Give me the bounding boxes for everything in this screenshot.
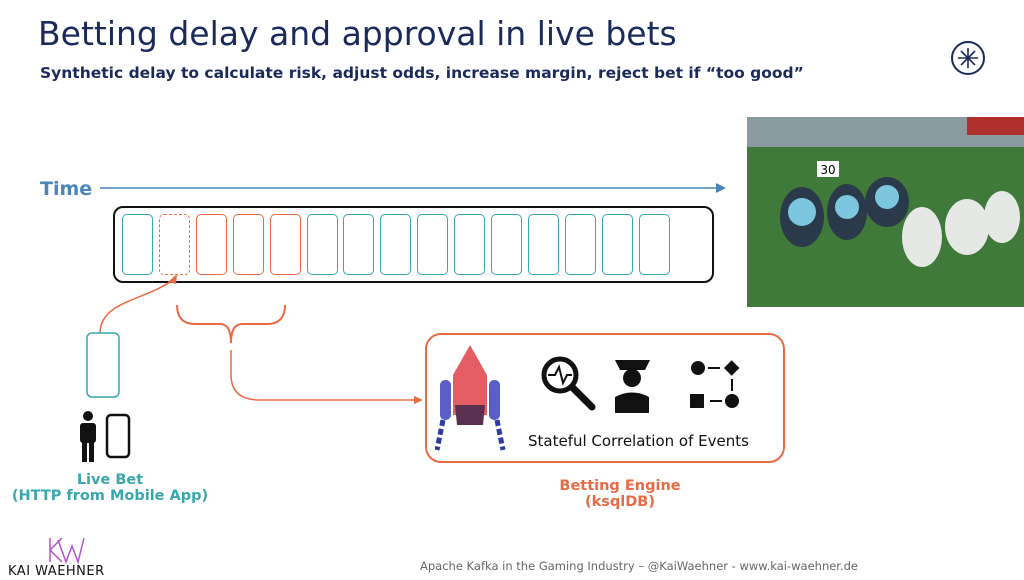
event-cell-normal bbox=[527, 214, 559, 275]
event-cell-normal bbox=[122, 214, 153, 275]
event-cell-normal bbox=[343, 214, 375, 275]
event-cell-normal bbox=[417, 214, 449, 275]
live-bet-line2: (HTTP from Mobile App) bbox=[11, 488, 209, 504]
event-cell-delay bbox=[195, 214, 227, 275]
event-cell-normal bbox=[380, 214, 412, 275]
event-cell-delayed-dashed bbox=[158, 214, 190, 275]
engine-label-line2: (ksqlDB) bbox=[585, 494, 655, 510]
event-cell-delay bbox=[269, 214, 301, 275]
subtitle: Synthetic delay to calculate risk, adjus… bbox=[40, 64, 804, 82]
brand-name: KAI WAEHNER bbox=[8, 564, 105, 579]
event-stream bbox=[113, 206, 714, 283]
confluent-logo-icon bbox=[951, 41, 985, 75]
monitoring-police-workflow-icons bbox=[541, 356, 740, 413]
footer: Apache Kafka in the Gaming Industry – @K… bbox=[420, 559, 859, 573]
kw-logo bbox=[49, 537, 85, 564]
ksqldb-rocket-icon bbox=[435, 345, 506, 451]
event-cell-normal bbox=[601, 214, 633, 275]
person-with-phone-icon bbox=[80, 411, 131, 462]
event-cell-normal bbox=[564, 214, 596, 275]
event-cell-delay bbox=[232, 214, 264, 275]
live-bet-label: Live Bet(HTTP from Mobile App) bbox=[0, 472, 220, 504]
live-bet-line1: Live Bet bbox=[76, 472, 144, 488]
time-label: Time bbox=[40, 178, 93, 200]
page-title: Betting delay and approval in live bets bbox=[38, 14, 677, 53]
yard-marker: 30 bbox=[820, 163, 835, 177]
event-cell-normal bbox=[306, 214, 338, 275]
event-cell-normal bbox=[638, 214, 670, 275]
betting-engine-box bbox=[425, 333, 785, 463]
engine-caption: Stateful Correlation of Events bbox=[528, 432, 749, 450]
event-cell-normal bbox=[491, 214, 522, 275]
event-cell-normal bbox=[454, 214, 486, 275]
football-photo: 30 bbox=[747, 117, 1024, 307]
time-arrow bbox=[100, 183, 726, 193]
betting-engine-label: Betting Engine(ksqlDB) bbox=[520, 478, 720, 510]
engine-label-line1: Betting Engine bbox=[559, 478, 681, 494]
